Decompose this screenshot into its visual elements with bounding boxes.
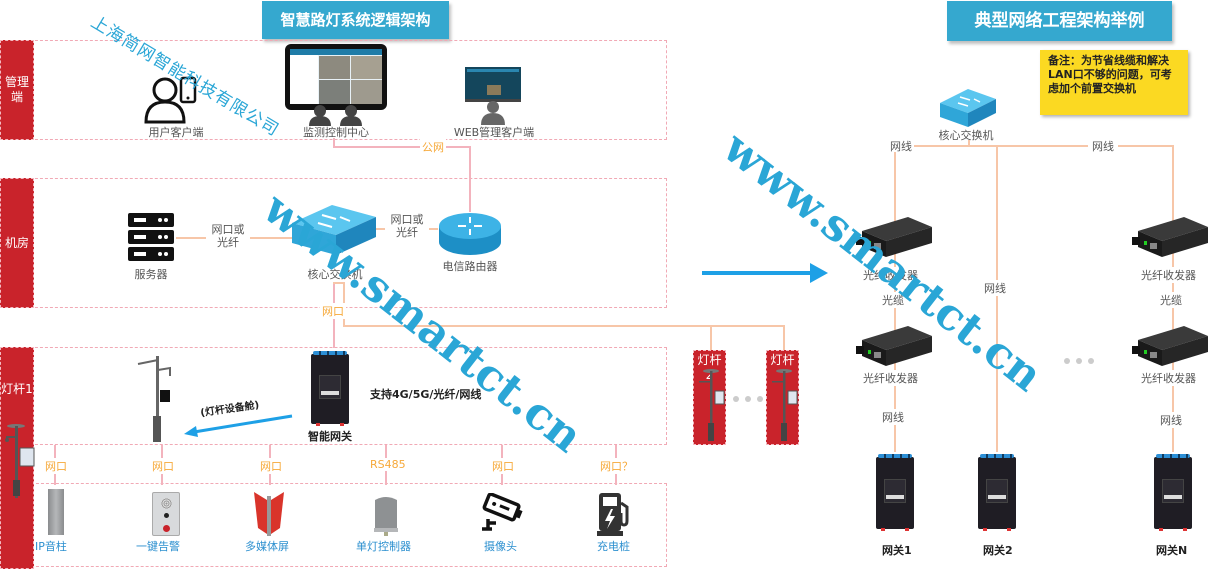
branch-1-transceiver-bottom-label: 光纤收发器 bbox=[863, 370, 918, 386]
branch-1-fiber-label: 光缆 bbox=[882, 292, 904, 308]
switch-downlink-h bbox=[333, 282, 343, 284]
media-screen-icon bbox=[254, 492, 284, 536]
branch-3-transceiver-bottom bbox=[1130, 322, 1212, 372]
fiber-transceiver-icon bbox=[856, 326, 932, 366]
fiber-transceiver-icon bbox=[1132, 217, 1208, 257]
pole2-drop-line bbox=[710, 325, 712, 350]
router-link-label: 网口或 光纤 bbox=[385, 213, 429, 239]
left-panel-title: 智慧路灯系统逻辑架构 bbox=[262, 1, 449, 39]
server-label: 服务器 bbox=[134, 268, 168, 281]
poles-bus-line bbox=[343, 325, 785, 327]
server-link-label: 网口或 光纤 bbox=[206, 223, 250, 249]
more-poles-ellipsis bbox=[733, 396, 763, 402]
tier-label-management: 管理端 bbox=[0, 40, 34, 140]
web-client-label: WEB管理客户端 bbox=[453, 126, 535, 139]
branch-2-line bbox=[996, 145, 998, 452]
branch-1-uplink-label: 网线 bbox=[888, 138, 914, 154]
device-name-2: 一键告警 bbox=[136, 540, 180, 553]
branch-3-uplink-label: 网线 bbox=[1088, 138, 1118, 154]
monitor-center-icon bbox=[285, 44, 387, 126]
branch-1-transceiver-bottom bbox=[854, 322, 936, 372]
note-box: 备注：为节省线缆和解决LAN口不够的问题，可考虑加个前置交换机 bbox=[1040, 50, 1188, 115]
right-core-switch-icon bbox=[940, 89, 996, 127]
pole-2-icon bbox=[699, 369, 725, 441]
branch-3-fiber-label: 光缆 bbox=[1160, 292, 1182, 308]
router-label: 电信路由器 bbox=[442, 260, 498, 273]
gateway-1-icon bbox=[876, 454, 914, 531]
user-client-label: 用户客户端 bbox=[148, 126, 204, 139]
core-switch-label: 核心交换机 bbox=[307, 268, 363, 281]
device-name-6: 充电桩 bbox=[597, 540, 630, 553]
smart-gateway-label: 智能网关 bbox=[308, 430, 352, 443]
device-port-4: RS485 bbox=[368, 458, 408, 471]
gateway-n-label: 网关N bbox=[1156, 544, 1188, 557]
poleN-drop-line bbox=[783, 325, 785, 350]
right-panel-title: 典型网络工程架构举例 bbox=[947, 1, 1172, 41]
core-bus-line bbox=[893, 145, 1173, 147]
device-port-6: 网口？ bbox=[598, 458, 635, 474]
device-port-5: 网口 bbox=[490, 458, 516, 474]
gateway-n-icon bbox=[1154, 454, 1192, 531]
branch-3-transceiver-bottom-label: 光纤收发器 bbox=[1141, 370, 1196, 386]
right-core-switch-label: 核心交换机 bbox=[938, 129, 994, 142]
monitor-center-label: 监测控制中心 bbox=[303, 126, 369, 139]
router-uplink-line bbox=[469, 146, 471, 212]
device-name-3: 多媒体屏 bbox=[245, 540, 289, 553]
public-net-label: 公网 bbox=[420, 139, 446, 155]
branch-1-downlink-label: 网线 bbox=[882, 409, 904, 425]
device-name-4: 单灯控制器 bbox=[356, 540, 411, 553]
gateway-1-label: 网关1 bbox=[882, 544, 912, 557]
device-port-1: 网口 bbox=[43, 458, 69, 474]
branch-3-transceiver-top bbox=[1130, 213, 1212, 263]
public-net-line bbox=[333, 146, 469, 148]
device-name-5: 摄像头 bbox=[484, 540, 517, 553]
device-port-2: 网口 bbox=[150, 458, 176, 474]
more-branches-ellipsis bbox=[1064, 358, 1094, 364]
server-icon bbox=[128, 213, 174, 261]
user-client-icon bbox=[144, 76, 197, 124]
core-drop-line bbox=[968, 140, 970, 146]
core-switch-icon bbox=[292, 205, 376, 255]
charging-pile-icon bbox=[597, 493, 629, 536]
fiber-transceiver-icon bbox=[856, 217, 932, 257]
branch-2-uplink-label: 网线 bbox=[984, 280, 1006, 296]
fiber-transceiver-icon bbox=[1132, 326, 1208, 366]
tier-label-machine-room: 机房 bbox=[0, 178, 34, 308]
device-port-3: 网口 bbox=[258, 458, 284, 474]
device-name-1: IP音柱 bbox=[35, 540, 67, 553]
cabin-arrow-icon bbox=[184, 414, 293, 437]
transition-arrow-icon bbox=[702, 263, 828, 283]
gateway-2-icon bbox=[978, 454, 1016, 531]
switch-downlink-label: 网口 bbox=[320, 303, 346, 319]
ip-speaker-icon bbox=[48, 489, 64, 535]
pole-cabin-icon bbox=[137, 356, 171, 442]
branch-3-transceiver-top-label: 光纤收发器 bbox=[1141, 267, 1196, 283]
branch-1-transceiver-top bbox=[854, 213, 936, 263]
tier-devices bbox=[26, 483, 667, 567]
smart-gateway-icon bbox=[311, 351, 349, 426]
lamp-controller-icon bbox=[374, 497, 398, 536]
pole-n-icon bbox=[772, 369, 798, 441]
gateway-2-label: 网关2 bbox=[983, 544, 1013, 557]
router-icon bbox=[439, 213, 501, 255]
gateway-support-label: 支持4G/5G/光纤/网线 bbox=[370, 388, 482, 401]
camera-icon bbox=[482, 493, 523, 531]
monitor-link-line bbox=[333, 138, 335, 146]
web-client-icon bbox=[465, 67, 521, 125]
alarm-button-icon bbox=[152, 492, 180, 536]
branch-1-transceiver-top-label: 光纤收发器 bbox=[863, 267, 918, 283]
branch-3-downlink-label: 网线 bbox=[1160, 412, 1182, 428]
street-pole-icon bbox=[5, 424, 35, 498]
